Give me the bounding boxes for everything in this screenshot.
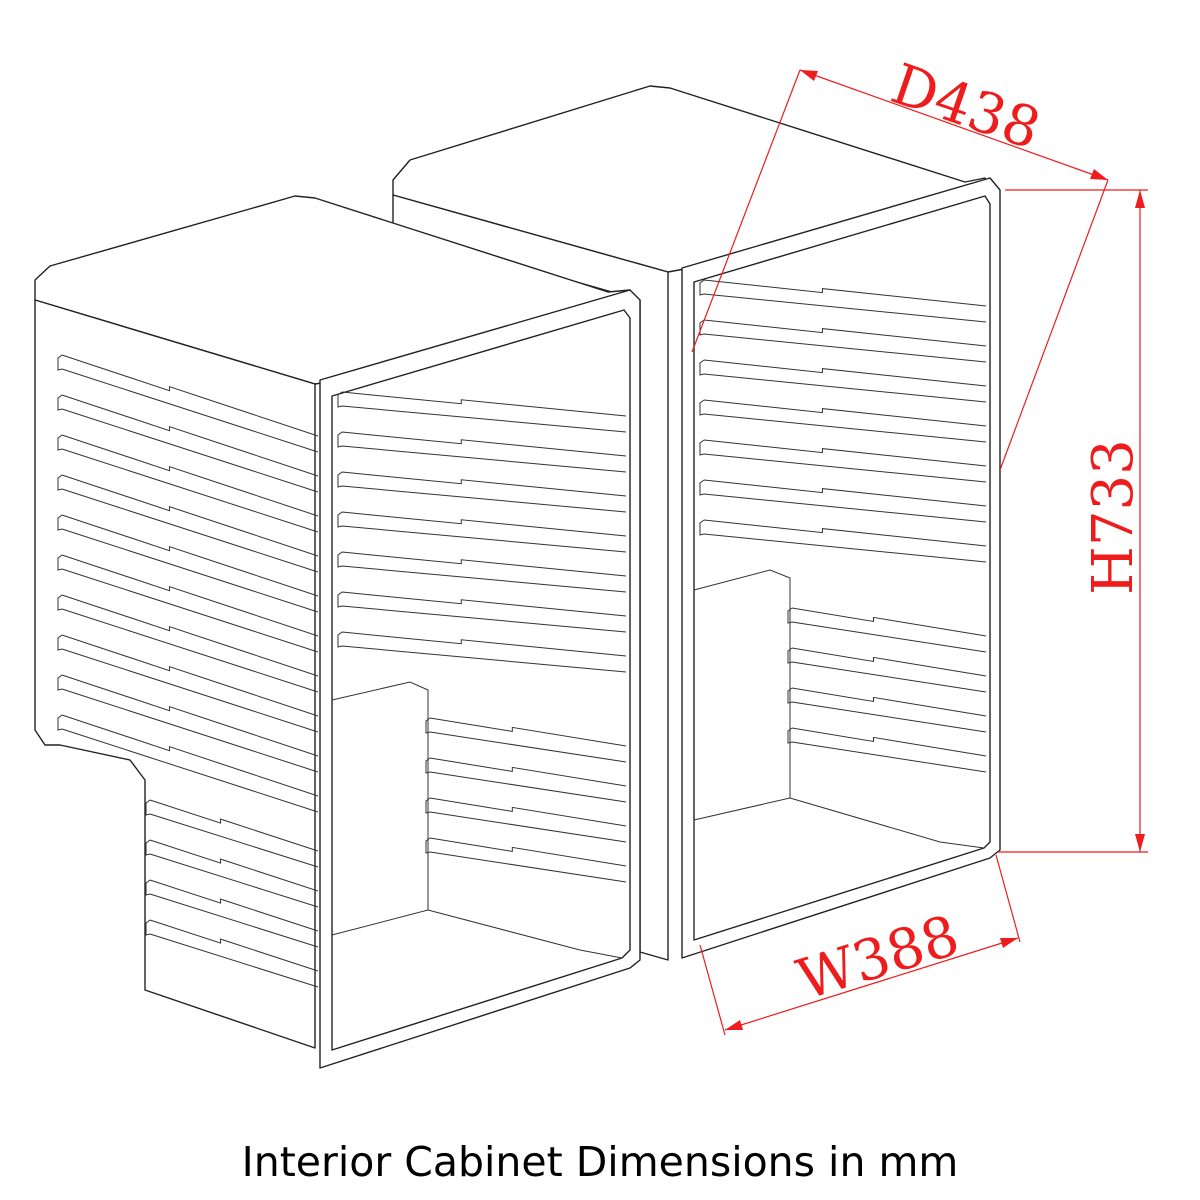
left-cabinet: [34, 195, 641, 1069]
side-rib: [57, 394, 319, 493]
runner: [787, 727, 987, 773]
side-rib: [57, 714, 319, 813]
runner: [337, 551, 627, 593]
runner: [699, 439, 987, 483]
side-rib: [57, 434, 319, 533]
side-rib: [57, 674, 319, 773]
side-rib: [57, 514, 319, 613]
dimension-height: H733: [998, 189, 1148, 853]
depth-label: D438: [883, 52, 1048, 163]
left-cabinet-opening: [331, 309, 631, 1051]
runner: [787, 647, 987, 693]
runner: [425, 717, 627, 763]
right-cabinet-frame: [681, 177, 1001, 959]
left-cabinet-side-ribs: [57, 354, 319, 988]
side-rib: [57, 594, 319, 693]
side-rib: [57, 554, 319, 653]
runner: [425, 837, 627, 883]
left-cabinet-runners: [337, 391, 627, 883]
runner: [699, 399, 987, 443]
runner: [699, 479, 987, 523]
runner: [337, 471, 627, 513]
left-cabinet-side: [34, 299, 316, 1049]
runner: [787, 687, 987, 733]
left-cabinet-frame: [319, 289, 641, 1069]
side-rib: [57, 474, 319, 573]
height-label: H733: [1081, 439, 1146, 595]
runner: [699, 519, 987, 563]
runner: [787, 607, 987, 653]
runner: [425, 797, 627, 843]
side-rib: [145, 799, 319, 868]
runner: [337, 391, 627, 433]
runner: [337, 511, 627, 553]
caption: Interior Cabinet Dimensions in mm: [241, 1138, 959, 1186]
right-cabinet-runners: [699, 279, 987, 773]
runner: [699, 359, 987, 403]
width-label: W388: [790, 903, 966, 1013]
runner: [425, 757, 627, 803]
side-rib: [145, 839, 319, 908]
side-rib: [145, 919, 319, 988]
side-rib: [145, 879, 319, 948]
runner: [337, 591, 627, 633]
side-rib: [57, 634, 319, 733]
runner: [699, 319, 987, 363]
runner: [337, 431, 627, 473]
right-cabinet: [392, 85, 1001, 961]
runner: [699, 279, 987, 323]
side-rib: [57, 354, 319, 453]
runner: [337, 631, 627, 673]
